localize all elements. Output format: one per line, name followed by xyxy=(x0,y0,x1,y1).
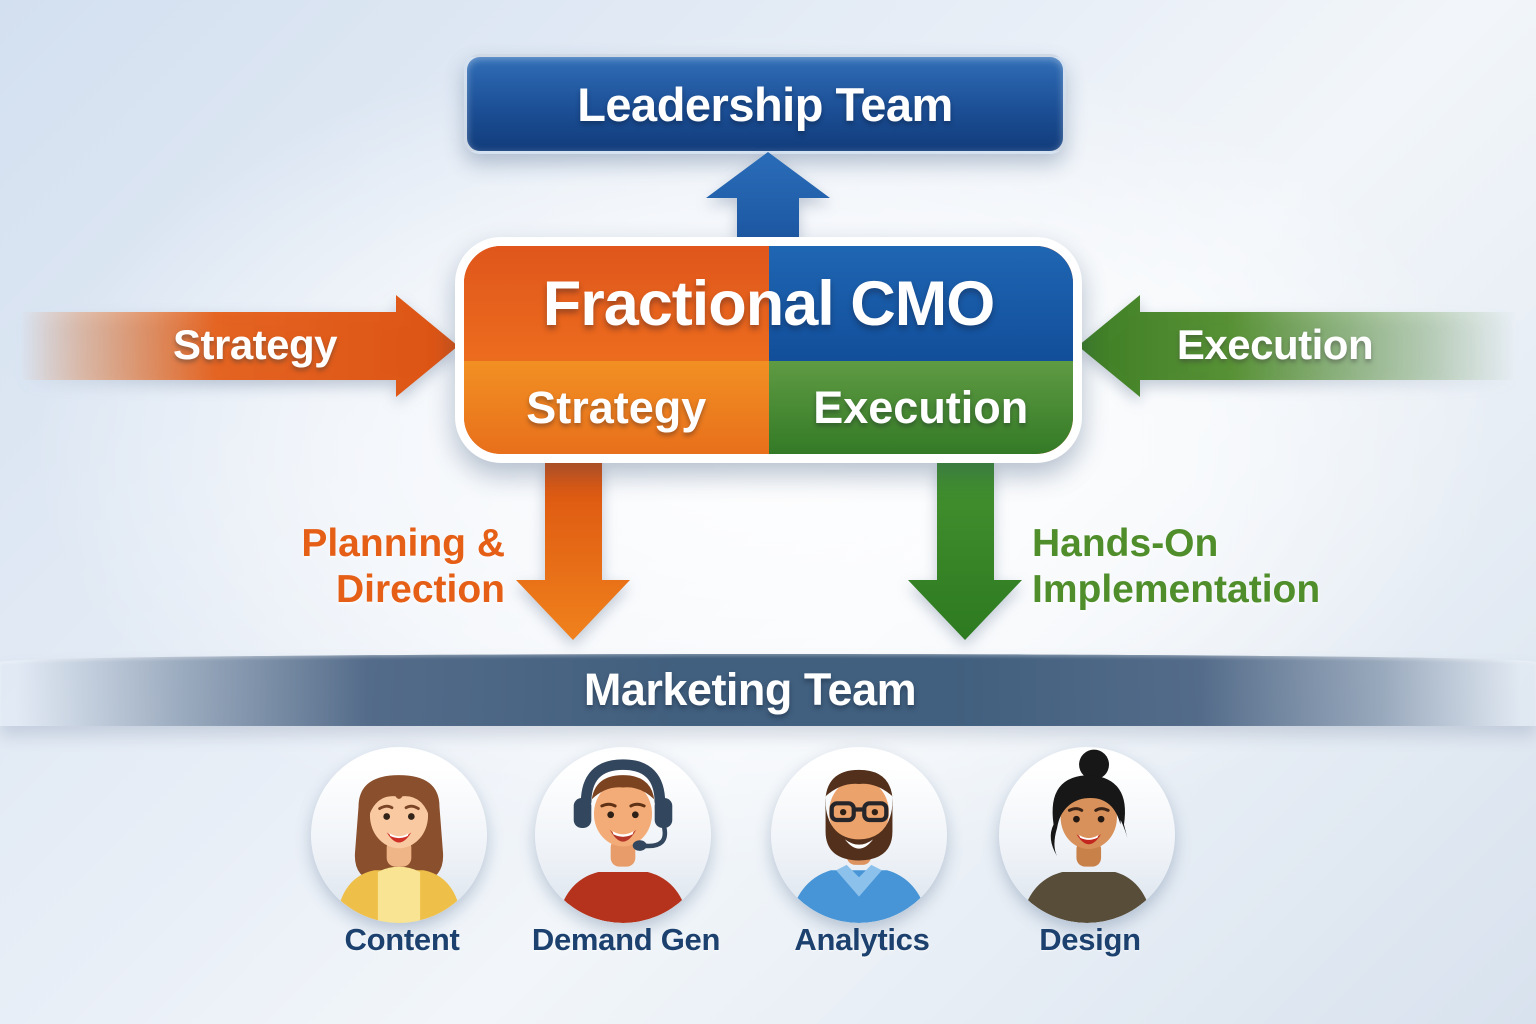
planning-direction-label: Planning & Direction xyxy=(205,521,505,613)
avatar-analytics xyxy=(771,747,947,923)
implementation-down-arrow-icon xyxy=(908,462,1022,640)
planning-direction-line2: Direction xyxy=(335,568,505,611)
avatar-demand-gen xyxy=(535,747,711,923)
member-label-content: Content xyxy=(344,922,460,957)
member-label-demand-gen: Demand Gen xyxy=(531,922,721,957)
hands-on-implementation-label: Hands-On Implementation xyxy=(1032,521,1372,613)
cmo-quadrant-execution-top xyxy=(768,246,1073,362)
planning-down-arrow-icon xyxy=(516,462,630,640)
leadership-team-box: Leadership Team xyxy=(464,54,1066,154)
member-label-design: Design xyxy=(1039,922,1141,957)
cmo-execution-label: Execution xyxy=(813,381,1029,433)
up-arrow-icon xyxy=(706,152,830,242)
avatar-design-woman-bun-icon xyxy=(1020,749,1154,923)
marketing-team-band xyxy=(0,654,1536,726)
strategy-arrow-icon xyxy=(20,295,458,397)
avatar-content xyxy=(311,747,487,923)
cmo-quadrant-execution-bottom xyxy=(768,361,1073,454)
avatar-design xyxy=(999,747,1175,923)
avatar-content-woman-icon xyxy=(335,775,463,923)
cmo-quadrant-strategy-top xyxy=(464,246,769,362)
execution-arrow-label: Execution xyxy=(1176,321,1374,368)
cmo-title: Fractional CMO xyxy=(542,268,996,339)
marketing-team-label: Marketing Team xyxy=(583,664,917,715)
member-label-analytics: Analytics xyxy=(794,922,930,957)
fractional-cmo-box: Fractional CMO Strategy Execution xyxy=(455,237,1082,463)
hands-on-line1: Hands-On xyxy=(1032,522,1219,565)
cmo-strategy-label: Strategy xyxy=(526,381,707,433)
execution-arrow-icon xyxy=(1078,295,1516,397)
avatar-demand-gen-man-headset-icon xyxy=(556,759,690,923)
cmo-quadrant-strategy-bottom xyxy=(464,361,769,454)
avatar-analytics-man-beard-glasses-icon xyxy=(788,769,930,923)
hands-on-line2: Implementation xyxy=(1032,568,1321,611)
leadership-team-label: Leadership Team xyxy=(577,77,953,131)
strategy-arrow-label: Strategy xyxy=(172,321,338,368)
planning-direction-line1: Planning & xyxy=(301,522,505,565)
